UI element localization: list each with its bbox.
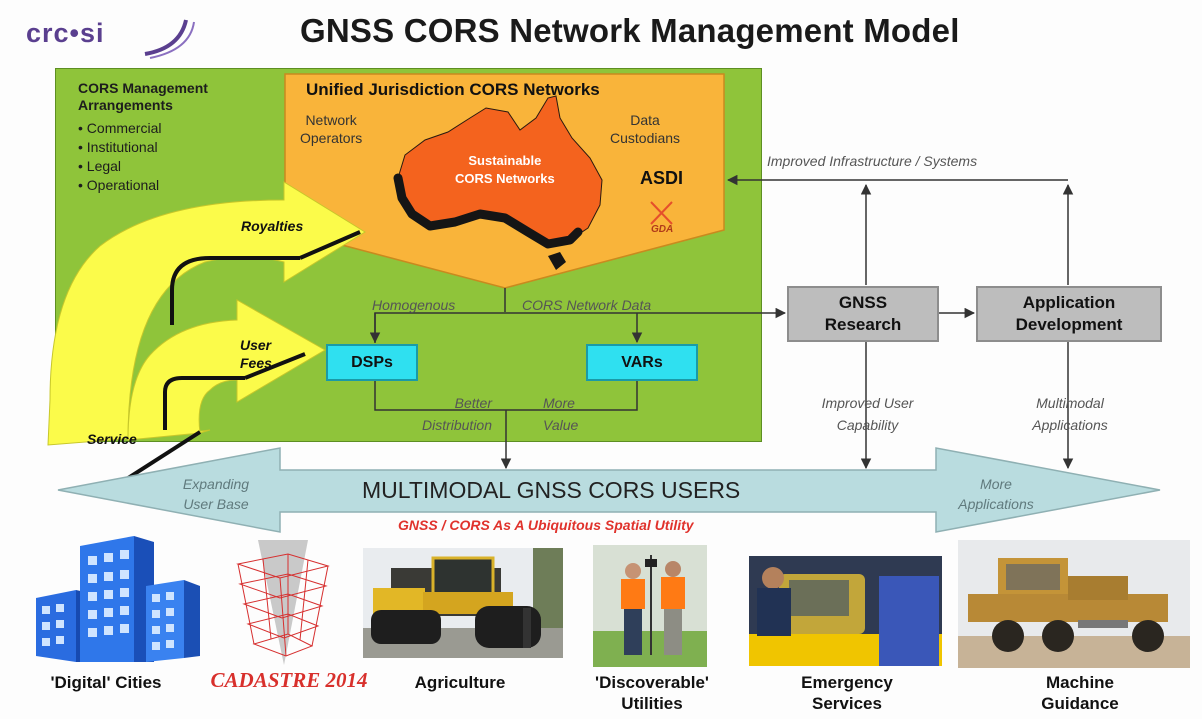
user-fees-line2: Fees	[240, 355, 272, 371]
more-value-label: More Value	[543, 392, 578, 436]
crcsi-logo: crc•si	[22, 14, 195, 59]
expanding-user-base-label: Expanding User Base	[163, 474, 269, 514]
dsps-box: DSPs	[326, 344, 418, 381]
vars-box: VARs	[586, 344, 698, 381]
improved-infrastructure-label: Improved Infrastructure / Systems	[767, 153, 978, 169]
management-item: • Operational	[78, 177, 160, 193]
user-fees-line1: User	[240, 337, 272, 353]
sustainable-line2: CORS Networks	[455, 171, 555, 186]
cadastre-caption: CADASTRE 2014	[210, 668, 368, 692]
multimodal-line1: Multimodal	[1036, 395, 1104, 411]
sustainable-line1: Sustainable	[468, 153, 542, 168]
service-label: Service	[87, 431, 137, 447]
expanding-line2: User Base	[183, 496, 249, 512]
gda-label: GDA	[651, 224, 674, 235]
tractor-photo	[363, 548, 563, 658]
emergency-line2: Services	[812, 694, 882, 713]
app-dev-line1: Application	[1022, 293, 1116, 312]
management-title-line2: Arrangements	[78, 97, 173, 113]
utilities-caption: 'Discoverable' Utilities	[570, 672, 734, 714]
logo-text: crc•si	[26, 18, 105, 48]
improved-user-line2: Capability	[836, 417, 899, 433]
better-line1: Better	[454, 395, 492, 411]
user-fees-arrow	[127, 299, 326, 441]
cadastre-3d-icon	[236, 540, 330, 665]
machine-line2: Guidance	[1041, 694, 1119, 713]
management-item: • Institutional	[78, 139, 158, 155]
multimodal-line2: Applications	[1032, 417, 1108, 433]
management-title: CORS Management Arrangements	[78, 80, 208, 114]
data-custodians-line1: Data	[630, 112, 660, 128]
expanding-line1: Expanding	[182, 476, 250, 492]
better-distribution-label: Better Distribution	[396, 392, 492, 436]
agriculture-caption: Agriculture	[414, 673, 506, 692]
more-applications-label: More Applications	[940, 474, 1052, 514]
logo-swoosh-icon	[144, 19, 195, 59]
gnss-research-box: GNSS Research	[787, 286, 939, 342]
royalties-label: Royalties	[241, 218, 304, 234]
utilities-line1: 'Discoverable'	[595, 673, 709, 692]
emergency-line1: Emergency	[801, 673, 893, 692]
utilities-line2: Utilities	[621, 694, 683, 713]
users-arrow-shape	[57, 447, 1161, 533]
gnss-research-line1: GNSS	[838, 293, 888, 312]
ubiquitous-utility-subtitle: GNSS / CORS As A Ubiquitous Spatial Util…	[398, 517, 694, 533]
homogenous-label: Homogenous	[372, 297, 456, 313]
emergency-photo	[749, 556, 942, 666]
more-line1: More	[543, 395, 575, 411]
city-buildings-icon	[36, 536, 200, 662]
network-operators-label: Network Operators	[300, 111, 362, 147]
multimodal-applications-label: Multimodal Applications	[1012, 392, 1128, 436]
emergency-caption: Emergency Services	[772, 672, 922, 714]
app-dev-line2: Development	[1015, 315, 1123, 334]
management-item: • Legal	[78, 158, 122, 174]
surveyors-photo	[593, 545, 707, 667]
more-apps-line2: Applications	[958, 496, 1034, 512]
data-custodians-label: Data Custodians	[610, 111, 680, 147]
page-title: GNSS CORS Network Management Model	[300, 12, 960, 49]
gnss-research-line2: Research	[824, 315, 902, 334]
application-development-box: Application Development	[976, 286, 1162, 342]
improved-user-capability-label: Improved User Capability	[800, 392, 935, 436]
users-arrow-label: MULTIMODAL GNSS CORS USERS	[362, 477, 741, 503]
management-item: • Commercial	[78, 120, 162, 136]
network-operators-line2: Operators	[300, 130, 363, 146]
unified-title: Unified Jurisdiction CORS Networks	[306, 80, 600, 99]
user-fees-label: User Fees	[240, 336, 272, 372]
sustainable-networks-label: Sustainable CORS Networks	[455, 152, 555, 188]
machine-line1: Machine	[1045, 673, 1115, 692]
more-line2: Value	[543, 417, 579, 433]
grader-photo	[958, 540, 1190, 668]
cities-caption: 'Digital' Cities	[50, 673, 162, 692]
data-custodians-line2: Custodians	[610, 130, 681, 146]
machine-caption: Machine Guidance	[1010, 672, 1150, 714]
more-apps-line1: More	[980, 476, 1012, 492]
royalties-arrow	[47, 181, 366, 446]
management-list: • Commercial • Institutional • Legal • O…	[78, 119, 161, 195]
improved-user-line1: Improved User	[821, 395, 914, 411]
cors-network-data-label: CORS Network Data	[522, 297, 652, 313]
australia-map	[393, 95, 603, 270]
better-line2: Distribution	[421, 417, 492, 433]
gda-cross-icon	[650, 201, 673, 225]
management-title-line1: CORS Management	[78, 80, 208, 96]
asdi-label: ASDI	[640, 168, 684, 188]
network-operators-line1: Network	[305, 112, 357, 128]
